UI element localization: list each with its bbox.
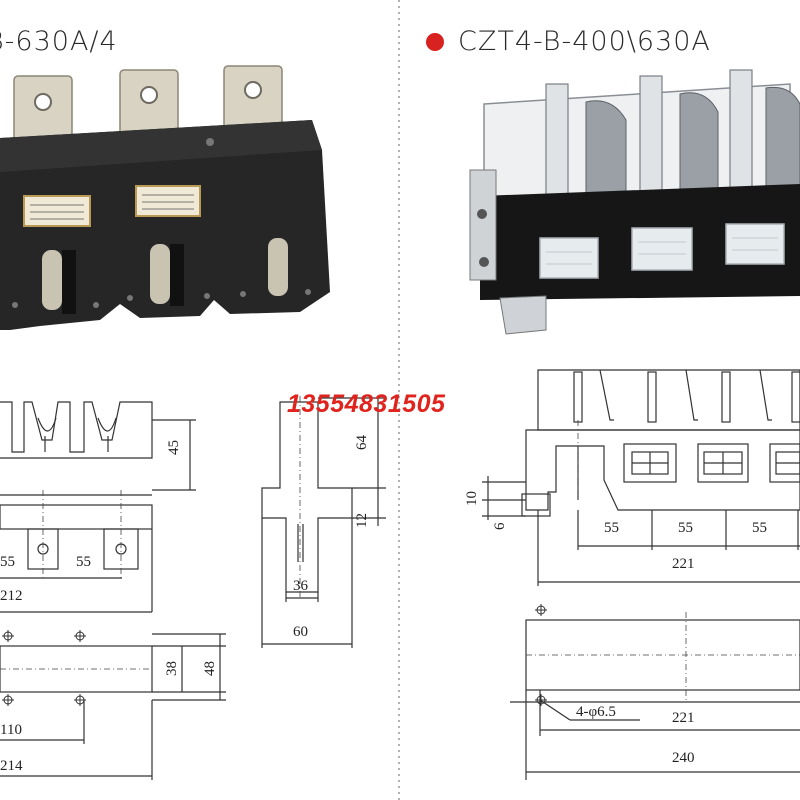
dim-spacing-55a: 55 [0,554,15,570]
dim-pitch-55-3: 55 [752,520,767,536]
dim-width-221-bottom: 221 [672,710,695,726]
dim-width-212: 212 [0,588,23,604]
dim-spacing-110: 110 [0,722,22,738]
dim-height-45: 45 [166,440,182,455]
dim-pitch-55-1: 55 [604,520,619,536]
dim-width-60: 60 [293,624,308,640]
dim-holes-label: 4-φ6.5 [576,704,616,720]
dim-height-48: 48 [202,661,218,676]
right-product-title: CZT4-B-400\630A [458,26,711,57]
side-view-drawing [261,397,386,648]
right-product-photo [469,69,800,335]
right-centerlines [0,396,800,700]
left-product-photo [0,65,330,330]
dim-height-6: 6 [492,522,508,530]
left-product-title: B-630A/4 [0,26,118,57]
right-technical-drawing [482,369,800,780]
dim-width-214: 214 [0,758,23,774]
right-crosshair-marks [535,604,547,706]
dim-width-36: 36 [293,578,309,594]
left-technical-drawing [0,401,226,780]
dim-height-12: 12 [354,513,370,528]
left-crosshair-marks [2,630,86,706]
dim-width-240: 240 [672,750,695,766]
dim-width-221-top: 221 [672,556,695,572]
dim-height-10: 10 [464,491,480,506]
dim-spacing-55b: 55 [76,554,91,570]
phone-number-watermark: 13554831505 [287,390,446,418]
red-bullet-icon [426,33,444,51]
dim-height-64: 64 [354,435,370,451]
dim-height-38: 38 [164,661,180,676]
dim-pitch-55-2: 55 [678,520,693,536]
